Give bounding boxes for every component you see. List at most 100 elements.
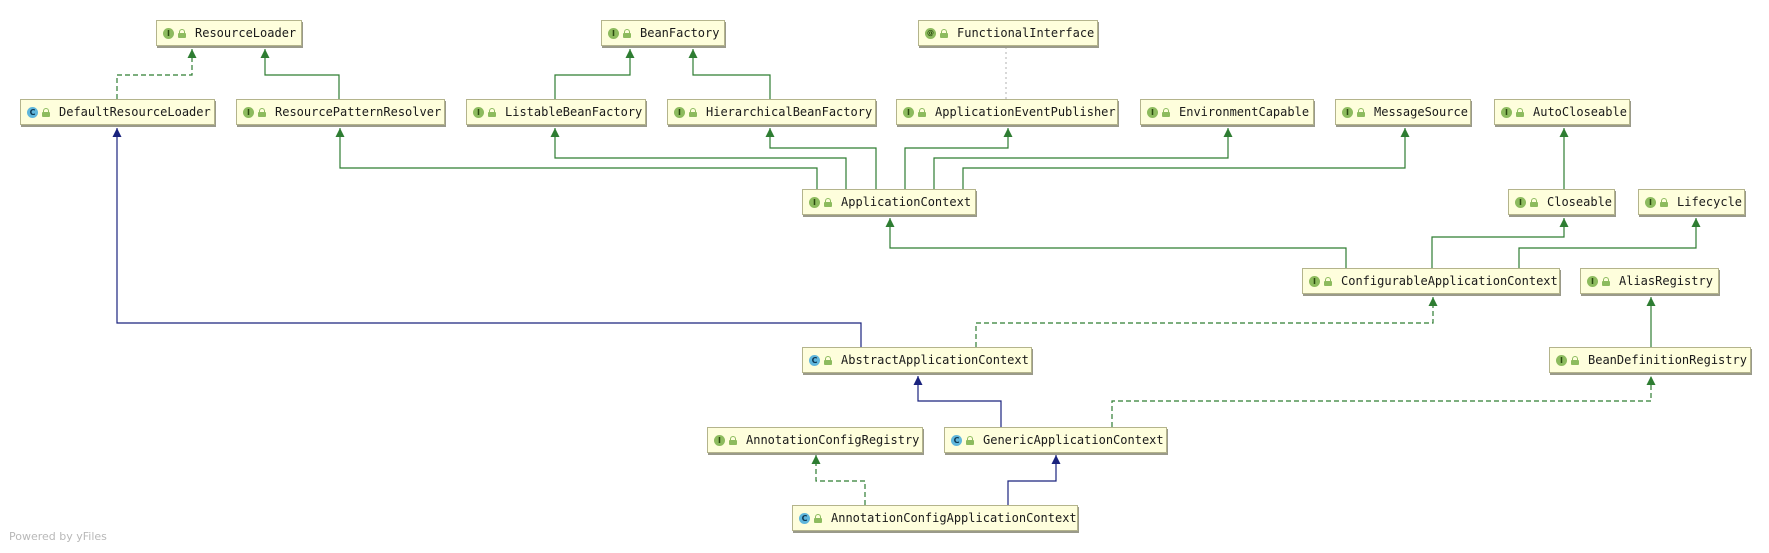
interface-icon: I (1645, 196, 1656, 208)
lock-icon (1530, 197, 1538, 207)
edge-applicationcontext-environmentcapable (933, 128, 1233, 189)
class-icon: C (799, 512, 810, 524)
interface-icon: I (163, 27, 174, 39)
edge-applicationcontext-listablebeanfactory (550, 128, 847, 189)
node-resource-loader[interactable]: I ResourceLoader (156, 20, 302, 46)
edge-annotationconfigapplicationcontext-genericapplicationcontext (1007, 455, 1061, 505)
node-listable-bean-factory[interactable]: I ListableBeanFactory (466, 99, 646, 125)
lock-icon (623, 28, 631, 38)
interface-icon: I (473, 106, 484, 118)
node-bean-factory[interactable]: I BeanFactory (601, 20, 725, 46)
edge-annotationconfigapplicationcontext-annotationconfigregistry (811, 455, 866, 505)
node-closeable[interactable]: I Closeable (1508, 189, 1615, 215)
lock-icon (1571, 355, 1579, 365)
lock-icon (1324, 276, 1332, 286)
edge-configurableapplicationcontext-lifecycle (1518, 218, 1701, 268)
interface-icon: I (608, 27, 619, 39)
node-alias-registry[interactable]: I AliasRegistry (1580, 268, 1719, 294)
node-configurable-application-context[interactable]: I ConfigurableApplicationContext (1302, 268, 1560, 294)
lock-icon (689, 107, 697, 117)
lock-icon (814, 513, 822, 523)
lock-icon (966, 435, 974, 445)
interface-icon: I (1556, 354, 1567, 366)
lock-icon (488, 107, 496, 117)
lock-icon (1162, 107, 1170, 117)
node-label: MessageSource (1374, 105, 1468, 119)
node-label: ApplicationEventPublisher (935, 105, 1116, 119)
edge-abstractapplicationcontext-configurableapplicationcontext (975, 297, 1438, 347)
interface-icon: I (1501, 106, 1512, 118)
node-hierarchical-bean-factory[interactable]: I HierarchicalBeanFactory (667, 99, 876, 125)
node-label: AnnotationConfigRegistry (746, 433, 920, 447)
lock-icon (178, 28, 186, 38)
node-annotation-config-application-context[interactable]: C AnnotationConfigApplicationContext (792, 505, 1078, 531)
interface-icon: I (1515, 196, 1526, 208)
node-bean-definition-registry[interactable]: I BeanDefinitionRegistry (1549, 347, 1751, 373)
node-abstract-application-context[interactable]: C AbstractApplicationContext (802, 347, 1032, 373)
lock-icon (258, 107, 266, 117)
node-label: ResourceLoader (195, 26, 297, 40)
node-label: ListableBeanFactory (505, 105, 643, 119)
abstract-class-icon: C (809, 354, 820, 366)
interface-icon: I (903, 106, 914, 118)
edge-listablebeanfactory-beanfactory (554, 49, 635, 99)
annotation-icon: @ (925, 27, 936, 39)
node-label: AutoCloseable (1533, 105, 1627, 119)
lock-icon (940, 28, 948, 38)
node-label: Lifecycle (1677, 195, 1743, 209)
node-label: BeanFactory (640, 26, 720, 40)
interface-icon: I (1342, 106, 1353, 118)
node-label: BeanDefinitionRegistry (1588, 353, 1747, 367)
node-annotation-config-registry[interactable]: I AnnotationConfigRegistry (707, 427, 923, 453)
node-label: Closeable (1547, 195, 1613, 209)
interface-icon: I (714, 434, 725, 446)
node-environment-capable[interactable]: I EnvironmentCapable (1140, 99, 1314, 125)
edge-applicationcontext-resourcepatternresolver (335, 128, 818, 189)
edge-resourcepatternresolver-resourceloader (260, 49, 340, 99)
node-generic-application-context[interactable]: C GenericApplicationContext (944, 427, 1167, 453)
node-label: ConfigurableApplicationContext (1341, 274, 1558, 288)
class-icon: C (27, 106, 38, 118)
node-label: FunctionalInterface (957, 26, 1095, 40)
lock-icon (729, 435, 737, 445)
node-application-context[interactable]: I ApplicationContext (802, 189, 976, 215)
node-functional-interface[interactable]: @ FunctionalInterface (918, 20, 1098, 46)
node-label: EnvironmentCapable (1179, 105, 1310, 119)
lock-icon (1357, 107, 1365, 117)
node-label: HierarchicalBeanFactory (706, 105, 873, 119)
interface-icon: I (1147, 106, 1158, 118)
lock-icon (1516, 107, 1524, 117)
node-label: ResourcePatternResolver (275, 105, 442, 119)
node-message-source[interactable]: I MessageSource (1335, 99, 1471, 125)
class-icon: C (951, 434, 962, 446)
interface-icon: I (243, 106, 254, 118)
node-default-resource-loader[interactable]: C DefaultResourceLoader (20, 99, 215, 125)
node-resource-pattern-resolver[interactable]: I ResourcePatternResolver (236, 99, 445, 125)
lock-icon (824, 197, 832, 207)
edge-hierarchicalbeanfactory-beanfactory (688, 49, 771, 99)
node-label: AliasRegistry (1619, 274, 1713, 288)
node-label: AnnotationConfigApplicationContext (831, 511, 1077, 525)
interface-icon: I (1587, 275, 1598, 287)
edge-abstractapplicationcontext-defaultresourceloader (112, 128, 862, 347)
node-application-event-publisher[interactable]: I ApplicationEventPublisher (896, 99, 1118, 125)
edge-genericapplicationcontext-abstractapplicationcontext (913, 376, 1002, 427)
interface-icon: I (674, 106, 685, 118)
edge-configurableapplicationcontext-applicationcontext (885, 218, 1347, 268)
node-label: ApplicationContext (841, 195, 972, 209)
edge-applicationcontext-applicationeventpublisher (904, 128, 1013, 189)
lock-icon (42, 107, 50, 117)
edge-genericapplicationcontext-beandefinitionregistry (1111, 376, 1656, 427)
node-label: GenericApplicationContext (983, 433, 1164, 447)
lock-icon (918, 107, 926, 117)
watermark: Powered by yFiles (9, 530, 107, 543)
node-auto-closeable[interactable]: I AutoCloseable (1494, 99, 1630, 125)
edge-defaultresourceloader-resourceloader (116, 49, 197, 99)
node-lifecycle[interactable]: I Lifecycle (1638, 189, 1745, 215)
edge-applicationcontext-messagesource (962, 128, 1410, 189)
interface-icon: I (809, 196, 820, 208)
lock-icon (824, 355, 832, 365)
edge-configurableapplicationcontext-closeable (1431, 218, 1569, 268)
node-label: AbstractApplicationContext (841, 353, 1029, 367)
